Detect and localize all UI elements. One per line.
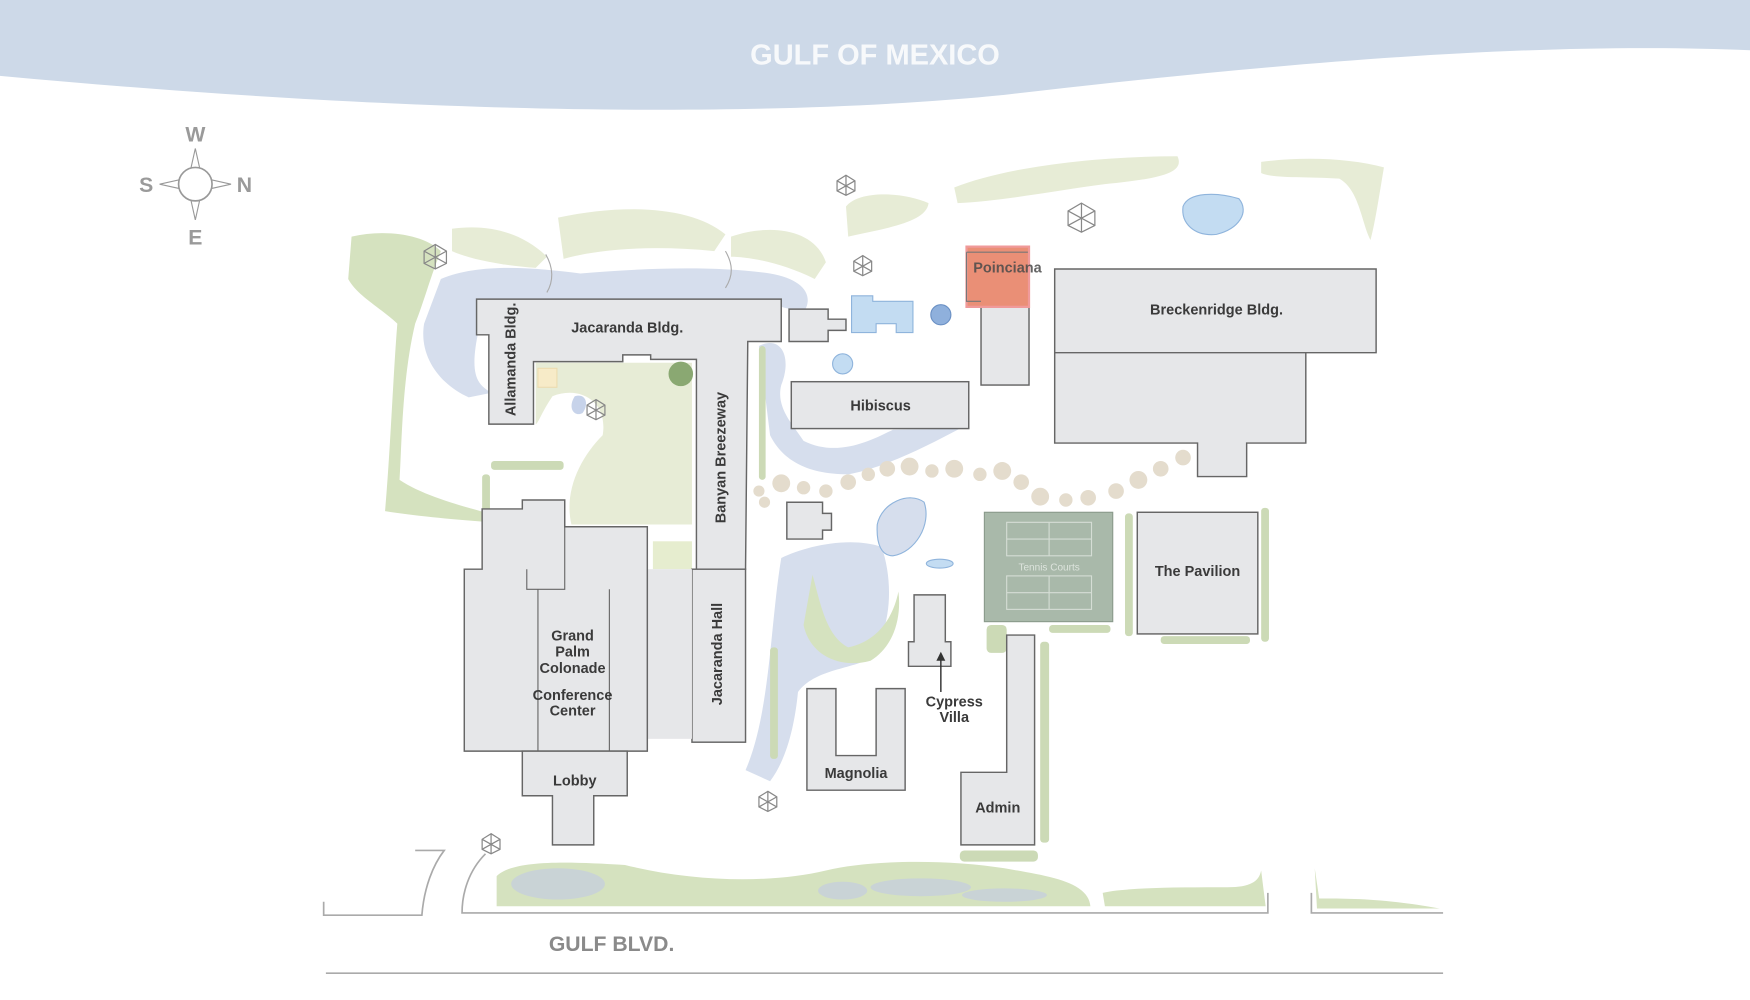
gulf-blvd-road: [322, 849, 1444, 975]
label-jacaranda-hall: Jacaranda Hall: [710, 603, 726, 705]
label-breckenridge: Breckenridge Bldg.: [1150, 303, 1283, 319]
building-small-north[interactable]: [788, 308, 847, 343]
building-cypress-villa[interactable]: [907, 594, 952, 668]
label-hibiscus: Hibiscus: [850, 399, 910, 415]
label-lobby: Lobby: [553, 774, 596, 790]
label-tennis-courts: Tennis Courts: [1018, 562, 1079, 573]
label-banyan-breezeway: Banyan Breezeway: [713, 392, 729, 523]
label-villa: Villa: [939, 710, 969, 726]
building-poinciana-highlighted[interactable]: [965, 245, 1031, 309]
compass-east: E: [188, 226, 202, 249]
label-palm: Palm: [555, 644, 590, 660]
building-poinciana-annex[interactable]: [980, 300, 1030, 386]
label-allamanda-bldg: Allamanda Bldg.: [504, 303, 520, 417]
compass-west: W: [185, 124, 205, 147]
building-hibiscus[interactable]: [790, 380, 970, 430]
compass-south: S: [139, 174, 153, 197]
label-grand: Grand: [551, 629, 594, 645]
compass-icon: [159, 148, 232, 220]
label-jacaranda-bldg: Jacaranda Bldg.: [571, 321, 683, 337]
building-magnolia[interactable]: [806, 687, 906, 791]
label-cypress: Cypress: [926, 694, 983, 710]
building-admin[interactable]: [960, 634, 1036, 846]
building-pavilion[interactable]: [1136, 511, 1259, 635]
gazebo-icons: [423, 174, 1096, 855]
gulf-blvd-label: GULF BLVD.: [549, 933, 675, 956]
tennis-courts[interactable]: [983, 511, 1114, 623]
gulf-of-mexico-water: [0, 0, 1750, 110]
label-center: Center: [550, 703, 596, 719]
compass-north: N: [237, 174, 252, 197]
label-colonade: Colonade: [540, 661, 606, 677]
building-lobby[interactable]: [521, 750, 628, 846]
pool: [851, 295, 914, 334]
label-conference: Conference: [533, 688, 613, 704]
building-jacaranda-hall[interactable]: [691, 568, 747, 743]
building-jacaranda-complex[interactable]: [475, 298, 782, 570]
building-grand-palm-conference[interactable]: [463, 499, 649, 752]
building-breckenridge[interactable]: [1053, 268, 1377, 478]
label-magnolia: Magnolia: [825, 766, 889, 782]
label-pavilion: The Pavilion: [1155, 564, 1240, 580]
label-admin: Admin: [975, 801, 1020, 817]
gulf-of-mexico-label: GULF OF MEXICO: [750, 40, 1000, 72]
building-annex[interactable]: [647, 569, 692, 739]
building-small-central[interactable]: [786, 501, 833, 540]
label-poinciana: Poinciana: [973, 260, 1042, 276]
landscape: [348, 156, 1440, 909]
